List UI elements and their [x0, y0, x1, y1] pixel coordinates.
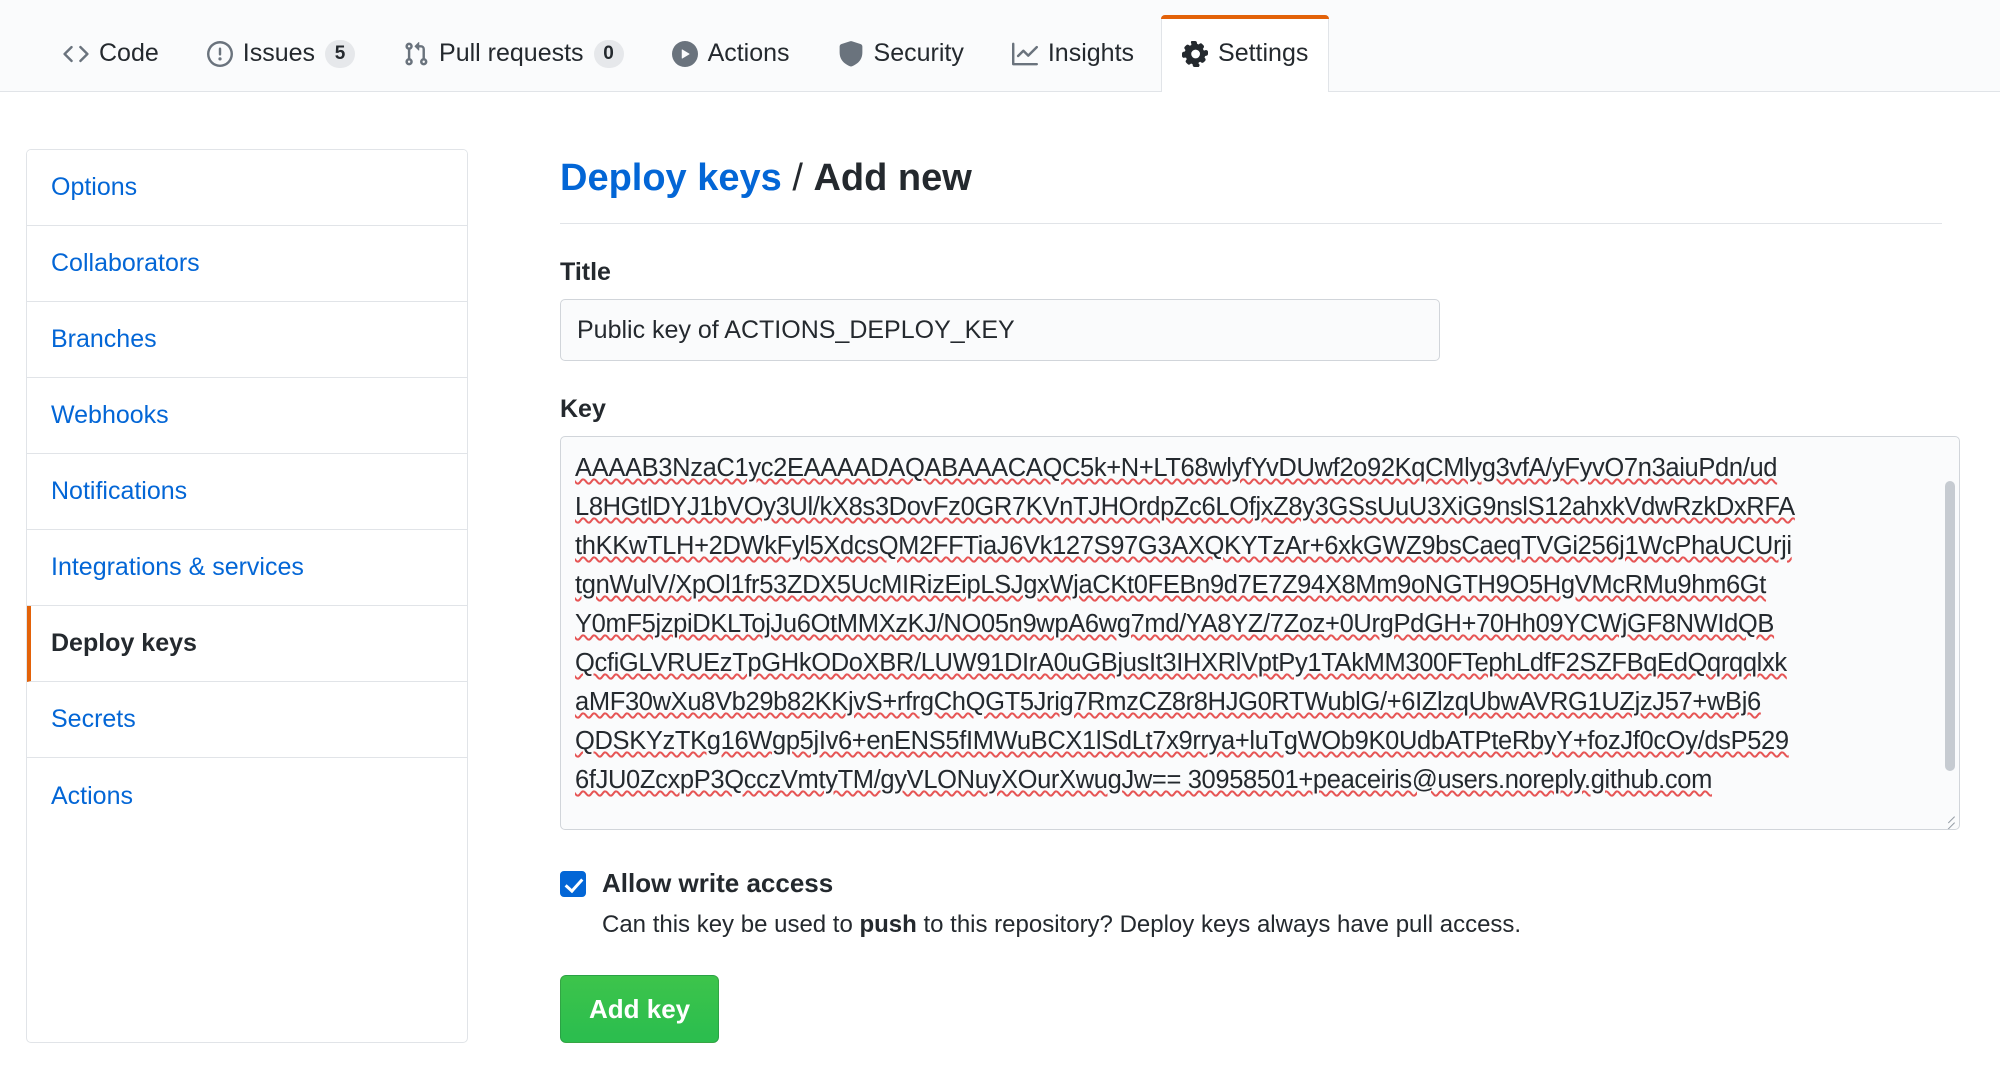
breadcrumb-deploy-keys-link[interactable]: Deploy keys: [560, 157, 782, 200]
graph-icon: [1011, 41, 1038, 67]
sidebar-item-label: Actions: [51, 781, 133, 810]
page-title: Deploy keys / Add new: [560, 157, 1942, 225]
code-icon: [63, 41, 89, 67]
allow-write-access-row: Allow write access: [560, 868, 1960, 899]
tab-label: Code: [99, 39, 159, 67]
key-line: tgnWulV/XpOl1fr53ZDX5UcMIRizEipLSJgxWjaC…: [575, 571, 1767, 600]
sidebar-item-deploy-keys[interactable]: Deploy keys: [27, 606, 467, 682]
sidebar-item-label: Integrations & services: [51, 553, 304, 581]
resize-handle-icon[interactable]: [1937, 808, 1955, 830]
tab-pull-requests[interactable]: Pull requests 0: [382, 15, 645, 91]
sidebar-item-label: Branches: [51, 325, 157, 353]
sidebar-item-options[interactable]: Options: [27, 150, 467, 226]
breadcrumb-separator: /: [781, 157, 814, 200]
help-suffix: to this repository? Deploy keys always h…: [916, 911, 1522, 939]
help-prefix: Can this key be used to: [602, 911, 860, 939]
breadcrumb-current: Add new: [813, 157, 972, 200]
shield-icon: [838, 40, 864, 67]
repo-nav: Code Issues 5 Pull requests 0 Actions Se…: [0, 0, 2000, 92]
key-line: AAAAB3NzaC1yc2EAAAADAQABAAACAQC5k+N+LT68…: [575, 454, 1778, 483]
tab-insights[interactable]: Insights: [991, 15, 1155, 91]
sidebar-item-notifications[interactable]: Notifications: [27, 454, 467, 530]
sidebar-item-label: Secrets: [51, 705, 136, 733]
git-pull-request-icon: [403, 41, 429, 67]
settings-sidebar: Options Collaborators Branches Webhooks …: [26, 149, 468, 1044]
title-input[interactable]: [560, 299, 1440, 362]
tab-settings[interactable]: Settings: [1161, 15, 1330, 92]
tab-label: Settings: [1218, 39, 1309, 67]
key-line: QDSKYzTKg16Wgp5jIv6+enENS5fIMWuBCX1lSdLt…: [575, 727, 1789, 756]
key-line: thKKwTLH+2DWkFyl5XdcsQM2FFTiaJ6Vk127S97G…: [575, 532, 1792, 561]
allow-write-access-label[interactable]: Allow write access: [602, 868, 834, 899]
key-textarea[interactable]: AAAAB3NzaC1yc2EAAAADAQABAAACAQC5k+N+LT68…: [560, 436, 1960, 831]
tab-label: Insights: [1047, 39, 1135, 67]
tab-actions[interactable]: Actions: [651, 15, 811, 91]
key-line: aMF30wXu8Vb29b82KKjvS+rfrgChQGT5Jrig7Rmz…: [575, 688, 1761, 717]
sidebar-item-webhooks[interactable]: Webhooks: [27, 378, 467, 454]
key-line: L8HGtlDYJ1bVOy3Ul/kX8s3DovFz0GR7KVnTJHOr…: [575, 493, 1795, 522]
sidebar-item-integrations-services[interactable]: Integrations & services: [27, 530, 467, 606]
tab-label: Issues: [242, 39, 316, 67]
help-bold-push: push: [859, 911, 917, 939]
sidebar-item-label: Webhooks: [51, 401, 169, 429]
gear-icon: [1182, 40, 1209, 67]
key-line: Y0mF5jzpiDKLTojJu6OtMMXzKJ/NO05n9wpA6wg7…: [575, 610, 1775, 639]
tab-label: Actions: [707, 39, 790, 67]
allow-write-access-checkbox[interactable]: [560, 870, 586, 897]
page-body: Options Collaborators Branches Webhooks …: [0, 92, 2000, 1044]
key-line: QcfiGLVRUEzTpGHkODoXBR/LUW91DIrA0uGBjusI…: [575, 649, 1787, 678]
tab-code[interactable]: Code: [42, 15, 180, 91]
sidebar-item-label: Options: [51, 173, 138, 201]
tab-label: Pull requests: [439, 39, 584, 67]
allow-write-access-help: Can this key be used to push to this rep…: [602, 911, 1960, 939]
play-icon: [671, 40, 698, 67]
issue-opened-icon: [206, 40, 233, 67]
tab-label: Security: [873, 39, 964, 67]
key-field-label: Key: [560, 395, 606, 424]
main-content: Deploy keys / Add new Title Key AAAAB3Nz…: [468, 132, 2000, 1044]
sidebar-item-label: Collaborators: [51, 249, 200, 277]
key-textarea-wrapper: AAAAB3NzaC1yc2EAAAADAQABAAACAQC5k+N+LT68…: [560, 436, 1960, 831]
pull-requests-count: 0: [593, 39, 624, 68]
sidebar-item-label: Notifications: [51, 477, 188, 505]
add-key-button[interactable]: Add key: [560, 975, 720, 1044]
key-line: 6fJU0ZcxpP3QcczVmtyTM/gyVLONuyXOurXwugJw…: [575, 766, 1712, 795]
sidebar-item-actions[interactable]: Actions: [27, 758, 467, 834]
sidebar-item-secrets[interactable]: Secrets: [27, 682, 467, 758]
sidebar-item-label: Deploy keys: [51, 629, 197, 657]
key-textarea-scrollbar[interactable]: [1945, 481, 1955, 772]
sidebar-item-collaborators[interactable]: Collaborators: [27, 226, 467, 302]
sidebar-item-branches[interactable]: Branches: [27, 302, 467, 378]
issues-count: 5: [325, 39, 356, 68]
tab-security[interactable]: Security: [817, 15, 985, 91]
tab-issues[interactable]: Issues 5: [186, 15, 376, 91]
title-field-label: Title: [560, 258, 611, 287]
